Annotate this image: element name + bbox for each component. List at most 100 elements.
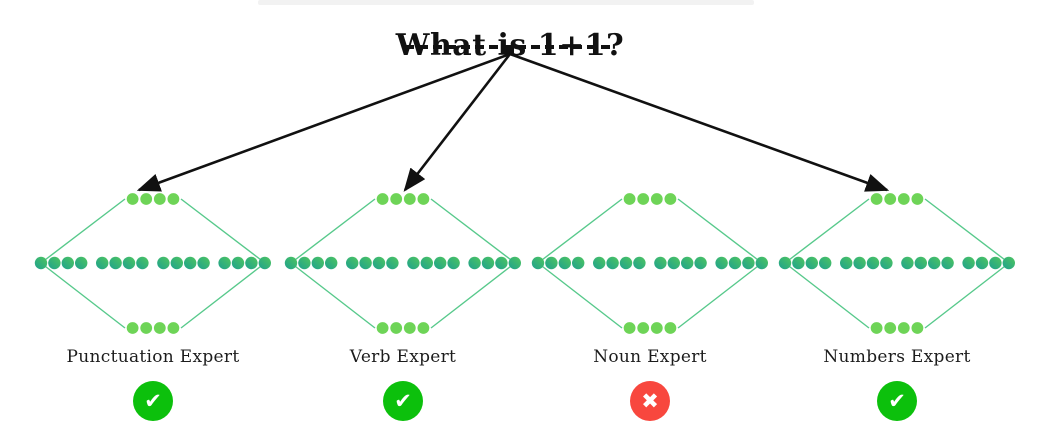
neuron-dot: [495, 256, 508, 270]
neuron-dot: [184, 256, 197, 270]
neuron-dot: [558, 256, 571, 270]
diamond-edge: [290, 198, 376, 264]
neuron-dot: [667, 256, 680, 270]
neuron-dot: [619, 256, 633, 270]
diamond-edge: [180, 198, 266, 264]
neuron-dot: [694, 256, 707, 270]
neuron-dot: [311, 256, 324, 270]
neuron-dot: [153, 322, 166, 334]
expert-block-verb: Verb Expert ✔: [291, 347, 515, 421]
neuron-dot: [258, 256, 271, 270]
neuron-dot: [715, 256, 728, 270]
neuron-dot: [447, 256, 460, 270]
neuron-dot: [880, 256, 893, 270]
neuron-dot: [140, 322, 153, 334]
neuron-dot: [109, 256, 122, 270]
neuron-dot: [122, 256, 136, 270]
neuron-dot: [572, 256, 585, 270]
neuron-dot: [417, 322, 430, 334]
neuron-dot: [153, 193, 166, 205]
neuron-dot: [941, 256, 954, 270]
neuron-dot: [637, 193, 650, 205]
neuron-dot: [742, 256, 755, 270]
neuron-dot: [681, 256, 694, 270]
neuron-dot: [728, 256, 742, 270]
neuron-dot: [508, 256, 521, 270]
diamond-edge: [784, 262, 870, 329]
neuron-dot: [136, 256, 149, 270]
diamond-edge: [430, 198, 516, 264]
neuron-dot: [1002, 256, 1015, 270]
neuron-dot: [633, 256, 646, 270]
neuron-dot: [853, 256, 866, 270]
neuron-dot: [61, 256, 74, 270]
diamond-edge: [40, 262, 126, 329]
neuron-dot: [989, 256, 1002, 270]
arrow-origin-knob: [504, 46, 514, 54]
neuron-dot: [866, 256, 880, 270]
expert-label: Punctuation Expert: [66, 347, 240, 367]
diamond-edge: [924, 198, 1010, 264]
diamond-edge: [677, 262, 763, 329]
neuron-dot: [840, 256, 853, 270]
neuron-dot: [48, 256, 61, 270]
neuron-dot: [545, 256, 558, 270]
neuron-dot: [403, 322, 416, 334]
neuron-dot: [434, 256, 447, 270]
neuron-dot: [962, 256, 975, 270]
neuron-dot: [170, 256, 183, 270]
neuron-dot: [390, 322, 403, 334]
neuron-dot: [245, 256, 258, 270]
neuron-dot: [167, 193, 180, 205]
expert-block-punctuation: Punctuation Expert ✔: [41, 347, 265, 421]
neuron-dot: [407, 256, 420, 270]
neuron-dot: [650, 322, 663, 334]
neuron-dot: [231, 256, 245, 270]
neuron-dot: [75, 256, 88, 270]
neuron-dot: [623, 193, 636, 205]
neuron-dot: [417, 193, 430, 205]
neuron-dot: [637, 322, 650, 334]
expert-label: Numbers Expert: [823, 347, 971, 367]
neuron-dot: [372, 256, 386, 270]
neuron-dot: [897, 193, 910, 205]
neuron-dot: [298, 256, 311, 270]
diamond-edge: [537, 262, 623, 329]
neuron-dot: [914, 256, 927, 270]
neuron-dot: [884, 193, 897, 205]
neuron-dot: [593, 256, 606, 270]
neuron-dot: [140, 193, 153, 205]
diamond-edge: [290, 262, 376, 329]
neuron-dot: [755, 256, 768, 270]
neuron-dot: [911, 322, 924, 334]
neuron-dot: [819, 256, 832, 270]
neuron-dot: [778, 256, 792, 270]
routing-arrow: [136, 52, 511, 192]
neuron-dot: [157, 256, 170, 270]
neuron-dot: [420, 256, 433, 270]
neuron-dot: [623, 322, 636, 334]
neuron-dot: [403, 193, 416, 205]
neuron-dot: [218, 256, 231, 270]
expert-label: Noun Expert: [593, 347, 707, 367]
neuron-dot: [792, 256, 805, 270]
neuron-dot: [531, 256, 545, 270]
neuron-dot: [664, 322, 677, 334]
neuron-dot: [376, 193, 389, 205]
neuron-dot: [928, 256, 941, 270]
neuron-dot: [126, 193, 139, 205]
neuron-dot: [664, 193, 677, 205]
neuron-dot: [805, 256, 818, 270]
routing-arrow: [403, 53, 512, 192]
neuron-dot: [376, 322, 389, 334]
diamond-edge: [430, 262, 516, 329]
neuron-dot: [650, 193, 663, 205]
routing-arrow: [509, 52, 890, 192]
neuron-dot: [481, 256, 495, 270]
pass-icon: ✔: [133, 381, 173, 421]
neuron-dot: [468, 256, 481, 270]
neuron-dot: [390, 193, 403, 205]
neuron-dot: [96, 256, 109, 270]
